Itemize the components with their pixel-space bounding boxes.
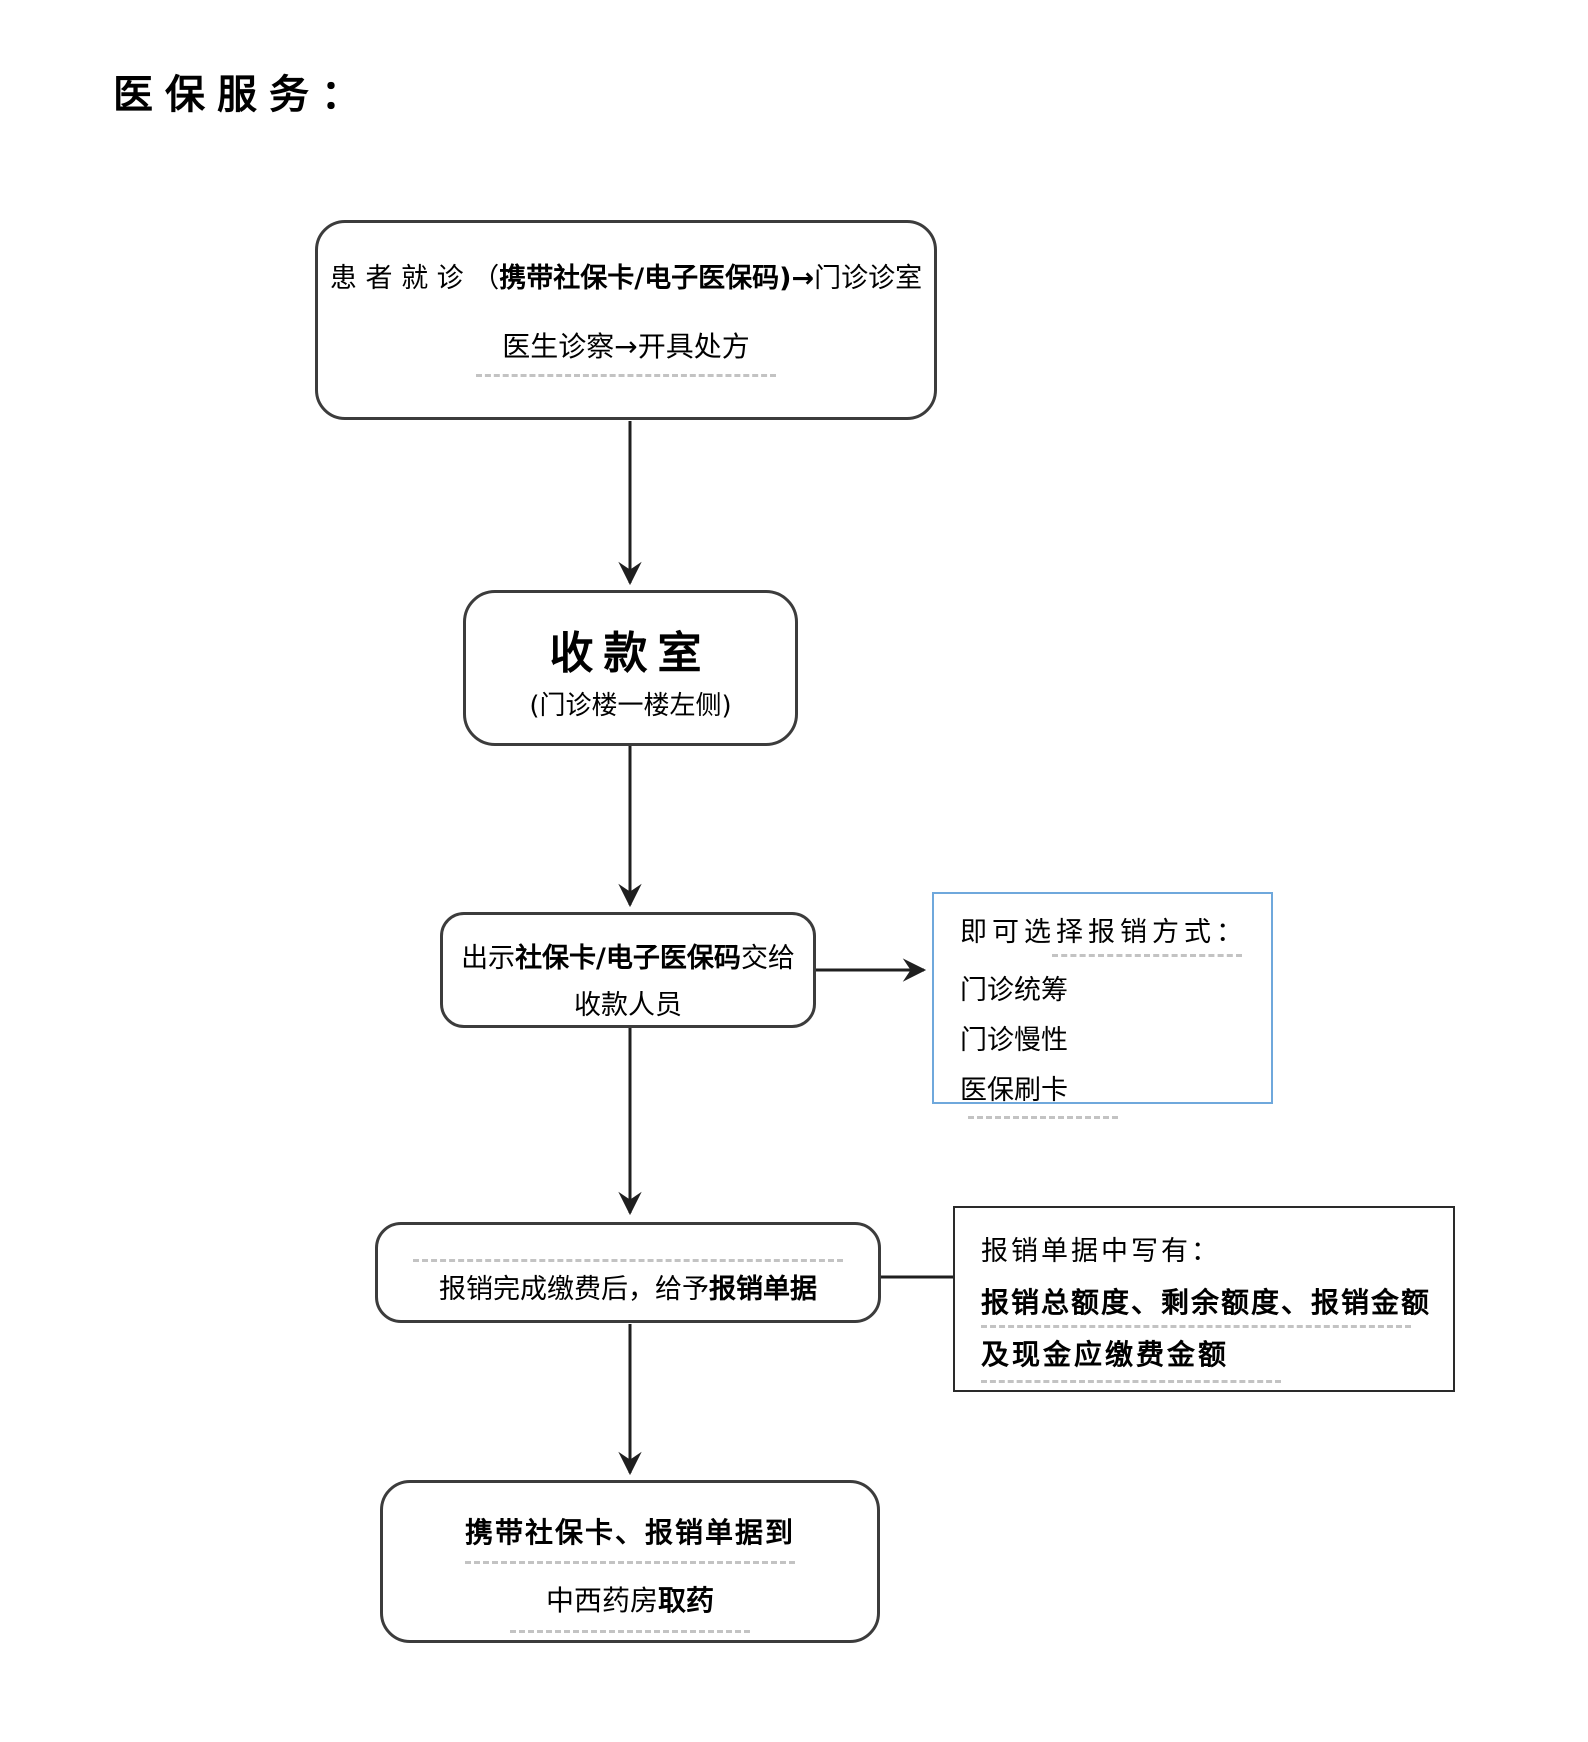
flow-node-cashier: 收款室 (门诊楼一楼左侧) [463, 590, 798, 746]
show-card-line2: 收款人员 [574, 990, 682, 1021]
scan-artifact-line [476, 374, 776, 377]
receipt-line1-bold: 报销单据 [709, 1274, 817, 1305]
option-item: 医保刷卡 [960, 1075, 1068, 1106]
scan-artifact-line [465, 1561, 795, 1564]
pharmacy-line2-bold: 取药 [658, 1584, 715, 1617]
patient-visit-line1: 患 者 就 诊 （携带社保卡/电子医保码)→门诊诊室 [318, 256, 934, 295]
right-arrow-glyph: → [791, 263, 815, 294]
page-title: 医保服务： [113, 71, 373, 118]
cashier-title: 收款室 [549, 628, 712, 679]
receipt-line1-pre: 报销完成缴费后，给予 [439, 1274, 709, 1305]
patient-visit-line1-pre: 患 者 就 诊 （ [329, 263, 500, 294]
scan-artifact-line [510, 1630, 750, 1633]
option-item: 门诊统筹 [960, 975, 1068, 1006]
show-card-line1-post: 交给 [740, 943, 795, 974]
note-receipt-contents: 报销单据中写有： 报销总额度、剩余额度、报销金额 及现金应缴费金额 [953, 1206, 1455, 1392]
show-card-line1-bold: 社保卡/电子医保码 [515, 943, 741, 974]
patient-visit-line2: 医生诊察→开具处方 [502, 330, 750, 363]
scan-artifact-line [1052, 954, 1242, 957]
receipt-note-line2: 报销总额度、剩余额度、报销金额 [981, 1286, 1432, 1319]
cashier-subtitle: (门诊楼一楼左侧) [529, 691, 732, 721]
scan-artifact-line [413, 1259, 843, 1262]
receipt-note-line3: 及现金应缴费金额 [981, 1338, 1230, 1371]
pharmacy-line1: 携带社保卡、报销单据到 [464, 1516, 795, 1549]
scan-artifact-line [968, 1116, 1118, 1119]
flow-node-patient-visit: 患 者 就 诊 （携带社保卡/电子医保码)→门诊诊室 医生诊察→开具处方 [315, 220, 937, 420]
flow-node-show-card: 出示社保卡/电子医保码交给 收款人员 [440, 912, 816, 1028]
show-card-line1: 出示社保卡/电子医保码交给 [443, 936, 813, 975]
patient-visit-line1-post: 门诊诊室 [814, 263, 923, 294]
receipt-note-line1: 报销单据中写有： [981, 1236, 1221, 1267]
options-heading: 即可选择报销方式： [960, 917, 1248, 948]
option-item: 门诊慢性 [960, 1025, 1068, 1056]
patient-visit-line1-bold: 携带社保卡/电子医保码) [499, 263, 792, 294]
pharmacy-line2: 中西药房取药 [383, 1579, 877, 1619]
note-reimbursement-options: 即可选择报销方式： 门诊统筹 门诊慢性 医保刷卡 [932, 892, 1273, 1119]
show-card-line1-pre: 出示 [461, 943, 516, 974]
scan-artifact-line [981, 1380, 1281, 1383]
scan-artifact-line [981, 1325, 1411, 1328]
flow-node-receipt: 报销完成缴费后，给予报销单据 [375, 1222, 881, 1323]
flow-node-pharmacy: 携带社保卡、报销单据到 中西药房取药 [380, 1480, 880, 1643]
receipt-line1: 报销完成缴费后，给予报销单据 [378, 1267, 878, 1306]
pharmacy-line2-pre: 中西药房 [545, 1584, 658, 1617]
